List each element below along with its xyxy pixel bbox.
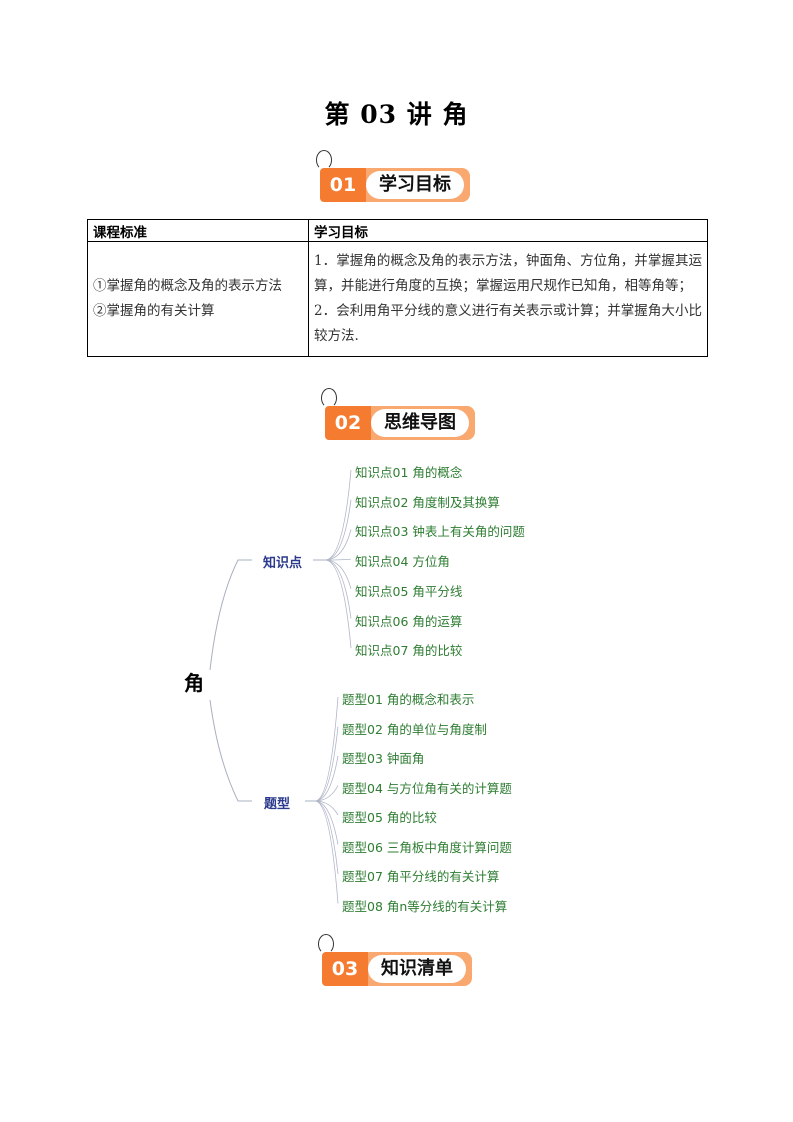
section-label: 思维导图 [371,409,469,437]
curl-icon [321,388,337,408]
mindmap-leaf: 知识点01 角的概念 [355,465,463,480]
mindmap-connector [314,726,339,802]
curl-icon [316,150,332,170]
mindmap-connector [314,800,339,845]
mindmap-leaf: 题型01 角的概念和表示 [342,692,475,707]
mindmap-leaf: 知识点04 方位角 [355,554,450,570]
section-label: 学习目标 [366,171,464,199]
table-header: 课程标准 [87,219,309,242]
mindmap-branch-types: 题型 [264,797,291,812]
mindmap-leaf: 知识点05 角平分线 [355,583,463,599]
mindmap-leaf: 题型07 角平分线的有关计算 [342,869,500,884]
mindmap-connector [324,559,352,619]
mindmap-leaf: 题型06 三角板中角度计算问题 [342,839,512,855]
section-number: 01 [320,168,366,202]
standard-item: ①掌握角的概念及角的表示方法 [93,278,282,294]
mindmap-leaf: 题型04 与方位角有关的计算题 [342,780,512,796]
mindmap-connector [324,559,352,649]
mindmap-leaf: 题型03 钟面角 [342,751,425,766]
mindmap-leaf: 题型08 角n等分线的有关计算 [342,898,508,914]
mindmap-leaf: 知识点06 角的运算 [355,613,463,629]
mindmap-connector [314,800,339,816]
goal-item: 1．掌握角的概念及角的表示方法，钟面角、方位角，并掌握其运算，并能进行角度的互换… [314,253,702,294]
mindmap-leaf: 知识点07 角的比较 [355,643,463,659]
mindmap-leaf: 知识点03 钟表上有关角的问题 [355,524,525,540]
mindmap-connector [324,469,352,561]
curl-icon [318,934,334,954]
section-label: 知识清单 [368,955,466,983]
mindmap-branch-knowledge: 知识点 [263,556,303,571]
mindmap-connector [314,800,339,904]
mindmap-connector [314,696,339,802]
goal-item: 2．会利用角平分线的意义进行有关表示或计算；并掌握角大小比较方法. [314,303,702,344]
section-badge-03: 知识清单 03 [318,934,472,986]
section-number: 03 [322,952,368,986]
mindmap-connector [324,499,352,561]
mindmap-root: 角 [184,671,204,695]
mindmap-leaf: 知识点02 角度制及其换算 [355,494,500,510]
mindmap-leaf: 题型05 角的比较 [342,810,437,825]
section-badge-02: 思维导图 02 [321,388,475,440]
page-title: 第 03 讲 角 [324,100,469,129]
section-number: 02 [325,406,371,440]
standard-item: ②掌握角的有关计算 [93,303,215,319]
mindmap-leaf: 题型02 角的单位与角度制 [342,721,487,737]
mindmap-connector [314,800,339,875]
section-badge-01: 学习目标 01 [316,150,470,202]
mindmap-connector [314,755,339,802]
